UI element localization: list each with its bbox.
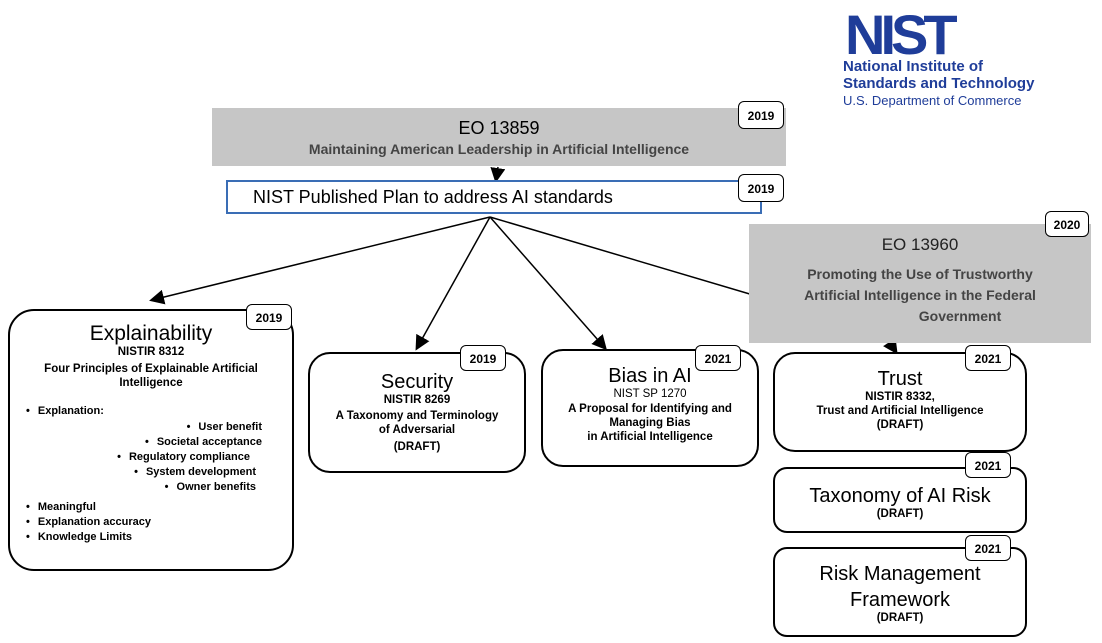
list-item: Explanation accuracy (26, 515, 151, 530)
explainability-doc: NISTIR 8312 (117, 346, 185, 358)
plan-box: NIST Published Plan to address AI standa… (226, 180, 762, 214)
eo13859-title: EO 13859 (458, 118, 540, 138)
explainability-title: Explainability (89, 322, 213, 345)
nist-logo: NIST National Institute of Standards and… (843, 10, 1093, 109)
nist-logo-mark: NIST (845, 10, 962, 58)
explainability-desc-2: Intelligence (119, 377, 183, 389)
year-badge-eo13859: 2019 (738, 101, 784, 129)
nist-logo-line3: U.S. Department of Commerce (843, 93, 1022, 108)
bias-desc-2: Managing Bias (609, 417, 691, 429)
year-badge-plan: 2019 (738, 174, 784, 202)
list-item: Owner benefits (100, 480, 256, 495)
list-item: Societal acceptance (100, 435, 262, 450)
rmf-status: (DRAFT) (876, 612, 924, 624)
year-badge-taxonomy: 2021 (965, 452, 1011, 478)
security-desc-1: A Taxonomy and Terminology (335, 410, 499, 422)
year-badge-eo13960: 2020 (1045, 211, 1089, 237)
explainability-bullet-top: Explanation: (26, 404, 104, 419)
nist-logo-line1: National Institute of (843, 58, 983, 75)
svg-text:NIST: NIST (845, 10, 957, 58)
list-item: Regulatory compliance (100, 450, 250, 465)
explainability-sub-items: User benefit Societal acceptance Regulat… (100, 420, 262, 495)
eo13859-subtitle: Maintaining American Leadership in Artif… (308, 141, 690, 157)
explainability-desc-1: Four Principles of Explainable Artificia… (44, 363, 258, 375)
arrow-plan-to-bias (489, 216, 607, 351)
bias-desc-1: A Proposal for Identifying and (568, 403, 732, 415)
bias-desc-3: in Artificial Intelligence (587, 431, 713, 443)
taxonomy-box: Taxonomy of AI Risk (DRAFT) (773, 467, 1027, 533)
rmf-box: Risk Management Framework (DRAFT) (773, 547, 1027, 637)
bias-box: Bias in AI NIST SP 1270 A Proposal for I… (541, 349, 759, 467)
list-item: Explanation: (26, 404, 104, 419)
year-badge-security: 2019 (460, 345, 506, 371)
arrow-plan-to-security (415, 216, 491, 351)
arrow-eo13960-to-trust (883, 337, 898, 355)
list-item: User benefit (100, 420, 262, 435)
security-status: (DRAFT) (393, 441, 441, 453)
taxonomy-status: (DRAFT) (876, 508, 924, 520)
bias-doc: NIST SP 1270 (613, 388, 687, 400)
bias-title: Bias in AI (608, 365, 692, 387)
trust-title: Trust (877, 368, 923, 390)
arrow-eo-to-plan (490, 166, 506, 183)
list-item: Knowledge Limits (26, 530, 151, 545)
security-desc-2: of Adversarial (378, 424, 456, 436)
eo13859-box: EO 13859 Maintaining American Leadership… (212, 108, 786, 166)
year-badge-rmf: 2021 (965, 535, 1011, 561)
arrow-plan-to-trust (489, 216, 771, 301)
eo13960-subtitle-1: Promoting the Use of Trustworthy (807, 266, 1033, 282)
security-doc: NISTIR 8269 (383, 394, 451, 406)
eo13960-box: EO 13960 Promoting the Use of Trustworth… (749, 224, 1091, 343)
taxonomy-title: Taxonomy of AI Risk (809, 485, 991, 507)
explainability-bullets-bottom: Meaningful Explanation accuracy Knowledg… (26, 500, 151, 545)
eo13960-subtitle-2: Artificial Intelligence in the Federal (804, 287, 1036, 303)
year-badge-trust: 2021 (965, 345, 1011, 371)
year-badge-explainability: 2019 (246, 304, 292, 330)
list-item: Meaningful (26, 500, 151, 515)
list-item: System development (100, 465, 256, 480)
year-badge-bias: 2021 (695, 345, 741, 371)
trust-status: (DRAFT) (876, 419, 924, 431)
eo13960-title: EO 13960 (881, 235, 959, 254)
security-title: Security (380, 371, 454, 393)
eo13960-subtitle-3: Government (918, 308, 1002, 324)
plan-title: NIST Published Plan to address AI standa… (253, 187, 613, 207)
rmf-title-2: Framework (849, 589, 950, 611)
nist-logo-line2: Standards and Technology (843, 75, 1035, 92)
security-box: Security NISTIR 8269 A Taxonomy and Term… (308, 352, 526, 473)
trust-doc: NISTIR 8332, (865, 391, 935, 403)
trust-desc: Trust and Artificial Intelligence (816, 405, 984, 417)
arrow-plan-to-explainability (149, 216, 491, 305)
rmf-title-1: Risk Management (819, 563, 981, 585)
